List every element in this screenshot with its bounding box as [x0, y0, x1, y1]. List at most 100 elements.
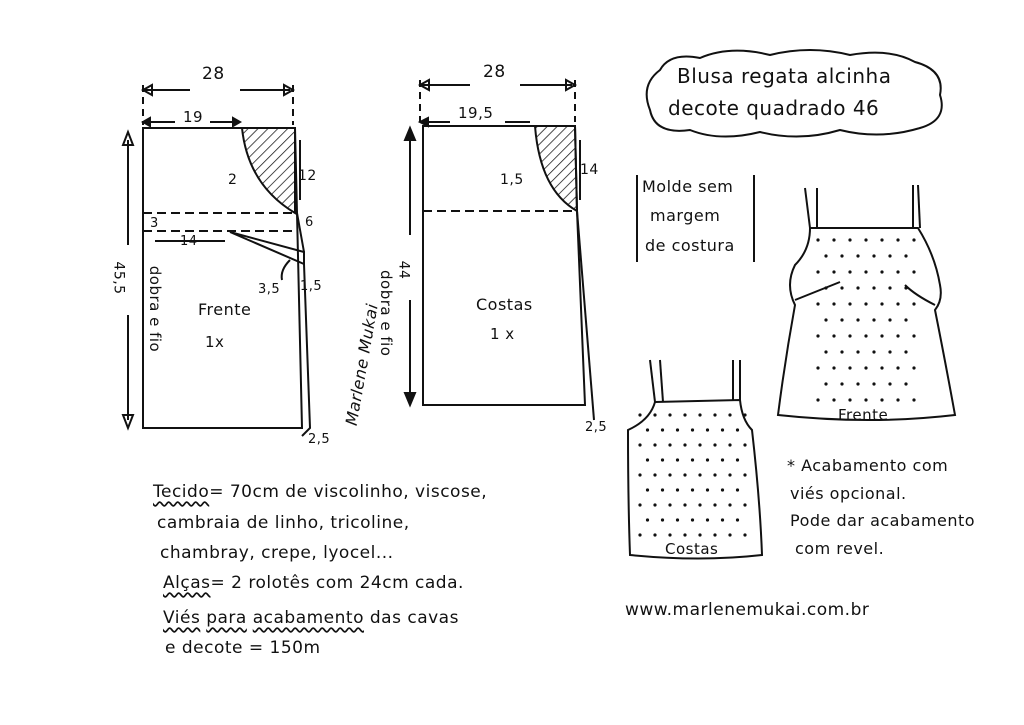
polka-dot — [713, 473, 717, 477]
polka-dot — [645, 518, 650, 522]
back-length: 44 — [395, 260, 412, 280]
polka-dot — [888, 254, 892, 258]
polka-dot — [653, 413, 657, 417]
polka-dot — [880, 366, 884, 370]
bias-text: das cavas — [369, 608, 459, 628]
polka-dot — [720, 488, 725, 492]
front-side-6: 6 — [305, 215, 314, 230]
polka-dot — [880, 302, 884, 306]
polka-dot — [824, 350, 828, 354]
polka-dot — [824, 382, 828, 386]
front-fold-label: dobra e fio — [146, 265, 165, 353]
polka-dot — [668, 443, 672, 447]
front-sketch-label: Frente — [838, 406, 889, 424]
bias-label: Viés — [163, 608, 201, 628]
polka-dot — [705, 428, 710, 432]
polka-dot — [735, 518, 740, 522]
polka-dot — [660, 458, 665, 462]
polka-dot — [840, 286, 844, 290]
back-shoulder-drop: 14 — [580, 162, 599, 178]
polka-dot — [713, 413, 717, 417]
back-label: Costas — [476, 295, 533, 314]
polka-dot — [880, 398, 884, 402]
polka-dot — [832, 366, 836, 370]
title-line-2: decote quadrado 46 — [668, 96, 880, 120]
polka-dot — [888, 382, 892, 386]
polka-dot — [660, 518, 665, 522]
polka-dot — [832, 302, 836, 306]
polka-dot — [653, 443, 657, 447]
polka-dot — [713, 533, 717, 537]
polka-dot — [720, 428, 725, 432]
polka-dot — [668, 533, 672, 537]
polka-dot — [864, 366, 868, 370]
back-pattern-piece — [403, 78, 595, 421]
website-link[interactable]: www.marlenemukai.com.br — [625, 600, 870, 620]
polka-dot — [690, 458, 695, 462]
finish-line-1: * Acabamento com — [787, 456, 949, 475]
front-shoulder-drop: 12 — [298, 168, 317, 184]
polka-dot — [880, 334, 884, 338]
polka-dot — [698, 443, 702, 447]
back-garment-sketch — [626, 359, 764, 560]
polka-dot — [653, 473, 657, 477]
front-hem-flare: 2,5 — [308, 432, 331, 447]
polka-dot — [856, 382, 860, 386]
polka-dot — [888, 286, 892, 290]
polka-dot — [705, 458, 710, 462]
polka-dot — [832, 238, 836, 242]
polka-dot — [832, 270, 836, 274]
polka-dot — [848, 366, 852, 370]
bias-acab: acabamento — [252, 608, 364, 628]
polka-dot — [698, 503, 702, 507]
polka-dot — [683, 473, 687, 477]
polka-dot — [743, 503, 747, 507]
polka-dot — [872, 286, 876, 290]
finish-line-2: viés opcional. — [790, 484, 907, 503]
polka-dot — [675, 518, 680, 522]
polka-dot — [713, 503, 717, 507]
back-sketch-label: Costas — [665, 540, 719, 558]
polka-dot — [743, 533, 747, 537]
polka-dot — [638, 413, 642, 417]
polka-dot — [888, 318, 892, 322]
polka-dot — [690, 488, 695, 492]
polka-dot — [840, 382, 844, 386]
polka-dot — [896, 398, 900, 402]
polka-dot — [653, 503, 657, 507]
fabric-label: Tecido — [153, 482, 210, 502]
polka-dot — [735, 428, 740, 432]
polka-dot — [743, 443, 747, 447]
polka-dot — [683, 413, 687, 417]
polka-dot — [832, 398, 836, 402]
polka-dot — [904, 286, 908, 290]
note-line-1: Molde sem — [642, 177, 734, 196]
polka-dot — [705, 488, 710, 492]
polka-dot — [668, 473, 672, 477]
polka-dot — [840, 318, 844, 322]
back-width-total: 28 — [483, 62, 506, 82]
polka-dot — [728, 503, 732, 507]
polka-dot — [683, 533, 687, 537]
materials-line-2: cambraia de linho, tricoline, — [157, 513, 410, 533]
polka-dot — [645, 488, 650, 492]
polka-dot — [705, 518, 710, 522]
polka-dot — [888, 350, 892, 354]
polka-dot — [645, 458, 650, 462]
polka-dot — [864, 270, 868, 274]
polka-dot — [912, 238, 916, 242]
polka-dot — [668, 413, 672, 417]
polka-dot — [864, 238, 868, 242]
back-fold-label: dobra e fio — [377, 270, 395, 357]
polka-dot — [848, 270, 852, 274]
polka-dot — [638, 533, 642, 537]
materials-line-1: Tecido= 70cm de viscolinho, viscose, — [153, 482, 487, 502]
back-count: 1 x — [490, 325, 515, 343]
back-neck-curve: 1,5 — [500, 172, 524, 188]
polka-dot — [848, 334, 852, 338]
polka-dot — [638, 503, 642, 507]
finish-line-4: com revel. — [795, 539, 885, 558]
polka-dot — [856, 286, 860, 290]
front-dart-offset: 3 — [150, 216, 159, 231]
